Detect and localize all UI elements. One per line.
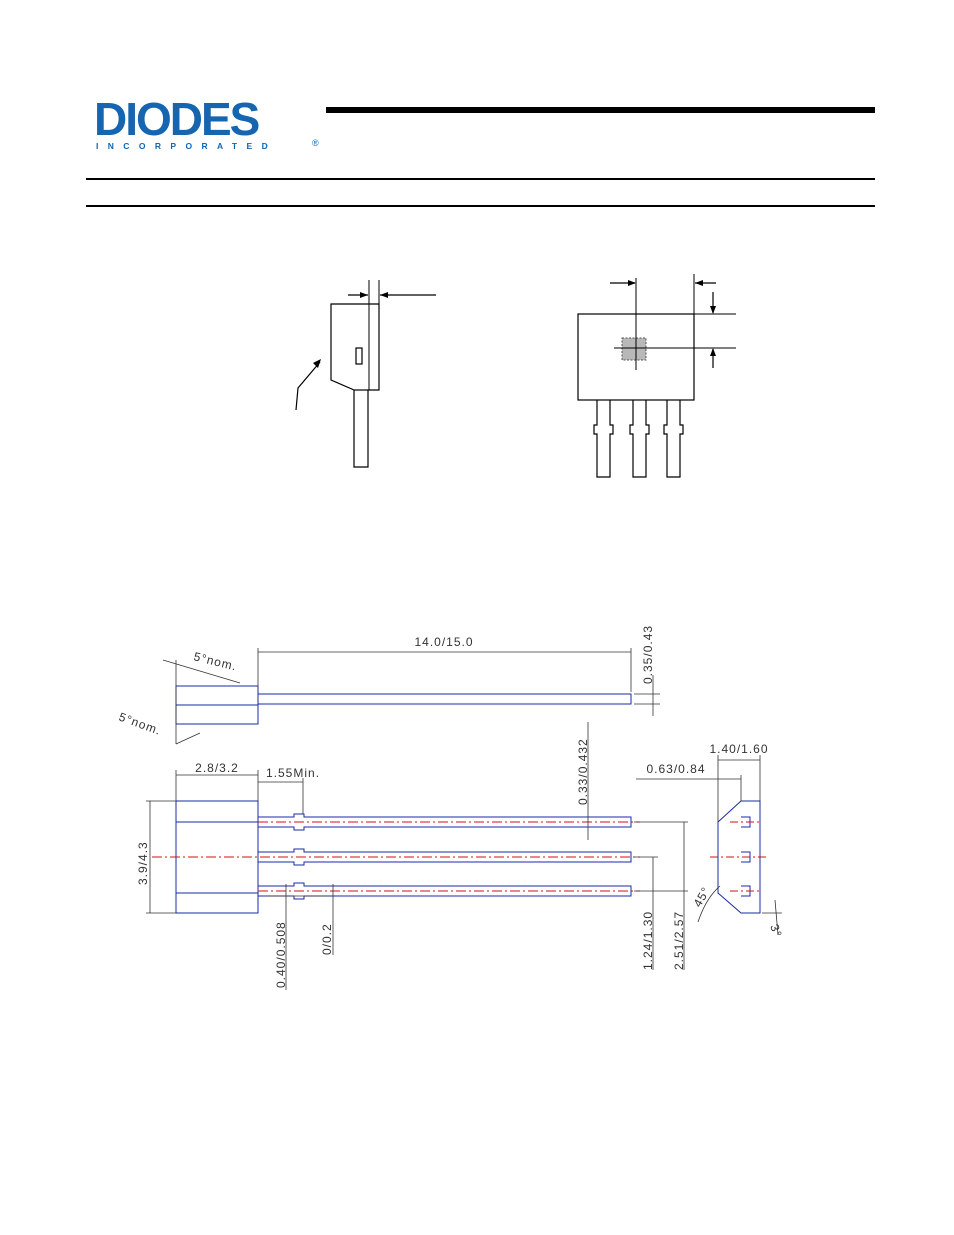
dim-span: 2.51/2.57	[672, 911, 686, 970]
side-profile-view	[176, 686, 631, 724]
end-centerlines	[710, 822, 768, 891]
dim-angle: 3°	[767, 922, 785, 939]
dim-lead-width: 0.33/0.432	[576, 738, 590, 805]
plan-centerlines	[152, 822, 640, 891]
dim-draft-top: 5°nom.	[192, 649, 238, 673]
draft-line-bottom	[176, 733, 200, 744]
dim-chamfer: 45°	[690, 884, 713, 909]
dim-lead-thickness: 0.35/0.43	[641, 625, 655, 684]
dim-protrusion: 0/0.2	[320, 923, 334, 955]
dim-lead-start: 1.55Min.	[266, 766, 320, 780]
lead-side	[258, 694, 631, 704]
dim-side-depth: 1.40/1.60	[709, 742, 768, 756]
dim-dambar: 0.40/0.508	[274, 921, 288, 988]
dim-side-offset: 0.63/0.84	[646, 762, 705, 776]
dim-lead-length: 14.0/15.0	[414, 635, 473, 649]
dim-draft-bottom: 5°nom.	[117, 710, 163, 738]
dim-pitch: 1.24/1.30	[641, 911, 655, 970]
dim-body-width: 3.9/4.3	[136, 841, 150, 885]
dim-body-length: 2.8/3.2	[195, 761, 239, 775]
